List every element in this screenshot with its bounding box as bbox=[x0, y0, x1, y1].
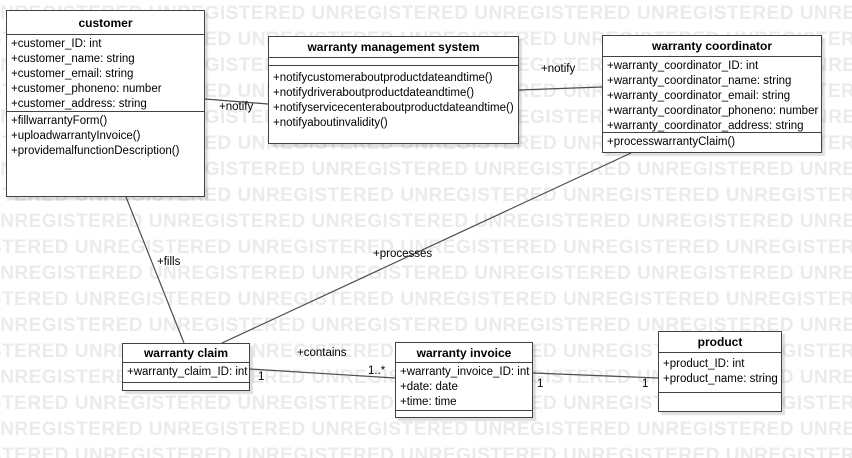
class-customer-attributes: +customer_ID: int +customer_name: string +… bbox=[7, 34, 204, 111]
class-warranty-invoice[interactable]: warranty invoice +warranty_invoice_ID: i… bbox=[395, 342, 533, 418]
class-member: +notifyservicecenteraboutproductdateandt… bbox=[273, 102, 514, 114]
edge-label-contains[interactable]: +contains bbox=[297, 347, 347, 359]
class-customer-methods: +fillwarrantyForm() +uploadwarrantyInvoic… bbox=[7, 111, 204, 196]
class-product-methods bbox=[659, 392, 781, 411]
class-member: +warranty_coordinator_phoneno: number bbox=[607, 105, 819, 117]
watermark-text: UNREGISTERED UNREGISTERED UNREGISTERED U… bbox=[0, 263, 852, 284]
class-coordinator-methods: +processwarrantyClaim() bbox=[603, 132, 821, 152]
class-member: +uploadwarrantyInvoice() bbox=[11, 130, 141, 142]
class-member: +notifyaboutinvalidity() bbox=[273, 117, 388, 129]
edge-label-processes[interactable]: +processes bbox=[373, 248, 433, 260]
association-wms-coordinator[interactable] bbox=[518, 86, 603, 91]
class-customer-title: customer bbox=[78, 15, 133, 30]
class-coordinator-title: warranty coordinator bbox=[651, 39, 773, 53]
class-claim-methods bbox=[123, 382, 249, 390]
class-product-title: product bbox=[697, 335, 743, 349]
class-member: +fillwarrantyForm() bbox=[11, 115, 108, 127]
class-member: +notifydriveraboutproductdateandtime() bbox=[273, 87, 475, 99]
class-customer[interactable]: customer +customer_ID: int +customer_name… bbox=[6, 10, 205, 197]
class-member: +product_name: string bbox=[663, 373, 778, 385]
class-coordinator-attributes: +warranty_coordinator_ID: int +warranty_c… bbox=[603, 56, 821, 132]
class-member: +notifycustomeraboutproductdateandtime() bbox=[273, 72, 493, 84]
class-product-attributes: +product_ID: int +product_name: string bbox=[659, 352, 781, 392]
class-member: +warranty_coordinator_name: string bbox=[607, 75, 792, 87]
class-claim-title: warranty claim bbox=[143, 346, 229, 360]
class-invoice-attributes: +warranty_invoice_ID: int +date: date +tim… bbox=[396, 362, 532, 410]
edge-label-notify-customer[interactable]: +notify bbox=[219, 101, 254, 113]
class-invoice-methods bbox=[396, 410, 532, 417]
class-member: +processwarrantyClaim() bbox=[607, 136, 736, 148]
watermark-text: UNREGISTERED UNREGISTERED UNREGISTERED U… bbox=[0, 419, 852, 440]
class-member: +customer_phoneno: number bbox=[11, 83, 162, 95]
class-wms-title: warranty management system bbox=[307, 40, 480, 54]
class-member: +time: time bbox=[400, 396, 457, 408]
edge-label-fills[interactable]: +fills bbox=[157, 256, 181, 268]
class-member: +customer_address: string bbox=[11, 98, 147, 110]
class-invoice-title: warranty invoice bbox=[416, 345, 512, 360]
class-member: +warranty_invoice_ID: int bbox=[400, 366, 530, 378]
association-claim-invoice[interactable] bbox=[249, 368, 396, 379]
class-member: +customer_ID: int bbox=[11, 38, 102, 50]
watermark-text: UNREGISTERED UNREGISTERED UNREGISTERED U… bbox=[0, 445, 852, 458]
multiplicity-invoice-product-from[interactable]: 1 bbox=[537, 378, 544, 390]
class-product[interactable]: product +product_ID: int +product_name: s… bbox=[658, 331, 782, 412]
class-wms-attributes bbox=[269, 57, 518, 65]
class-warranty-claim[interactable]: warranty claim +warranty_claim_ID: int bbox=[122, 343, 250, 391]
class-member: +providemalfunctionDescription() bbox=[11, 145, 180, 157]
watermark-text: UNREGISTERED UNREGISTERED UNREGISTERED U… bbox=[0, 159, 852, 180]
class-member: +customer_name: string bbox=[11, 53, 135, 65]
multiplicity-claim-contains-to[interactable]: 1..* bbox=[368, 365, 386, 377]
watermark-text: UNREGISTERED UNREGISTERED UNREGISTERED U… bbox=[0, 237, 852, 258]
class-warranty-management-system[interactable]: warranty management system +notifycustom… bbox=[268, 36, 519, 144]
watermark-text: UNREGISTERED UNREGISTERED UNREGISTERED U… bbox=[0, 3, 852, 24]
edge-label-notify-coordinator[interactable]: +notify bbox=[541, 63, 576, 75]
association-coordinator-claim[interactable] bbox=[221, 152, 632, 344]
watermark-text: UNREGISTERED UNREGISTERED UNREGISTERED U… bbox=[0, 315, 852, 336]
class-warranty-coordinator[interactable]: warranty coordinator +warranty_coordinat… bbox=[602, 35, 822, 153]
association-customer-claim[interactable] bbox=[125, 196, 185, 344]
association-invoice-product[interactable] bbox=[532, 372, 659, 379]
class-wms-methods: +notifycustomeraboutproductdateandtime()… bbox=[269, 65, 518, 143]
watermark-text: UNREGISTERED UNREGISTERED UNREGISTERED U… bbox=[0, 289, 852, 310]
class-member: +date: date bbox=[400, 381, 458, 393]
watermark-text: UNREGISTERED UNREGISTERED UNREGISTERED U… bbox=[0, 185, 852, 206]
association-customer-wms[interactable] bbox=[204, 98, 269, 105]
class-member: +warranty_coordinator_address: string bbox=[607, 120, 804, 132]
class-member: +customer_email: string bbox=[11, 68, 134, 80]
class-member: +warranty_coordinator_ID: int bbox=[607, 60, 759, 72]
class-member: +warranty_coordinator_email: string bbox=[607, 90, 791, 102]
multiplicity-invoice-product-to[interactable]: 1 bbox=[642, 378, 649, 390]
multiplicity-claim-contains-from[interactable]: 1 bbox=[258, 371, 265, 383]
watermark-text: UNREGISTERED UNREGISTERED UNREGISTERED U… bbox=[0, 211, 852, 232]
class-claim-attributes: +warranty_claim_ID: int bbox=[123, 362, 249, 382]
class-member: +warranty_claim_ID: int bbox=[127, 366, 248, 378]
class-member: +product_ID: int bbox=[663, 358, 745, 370]
